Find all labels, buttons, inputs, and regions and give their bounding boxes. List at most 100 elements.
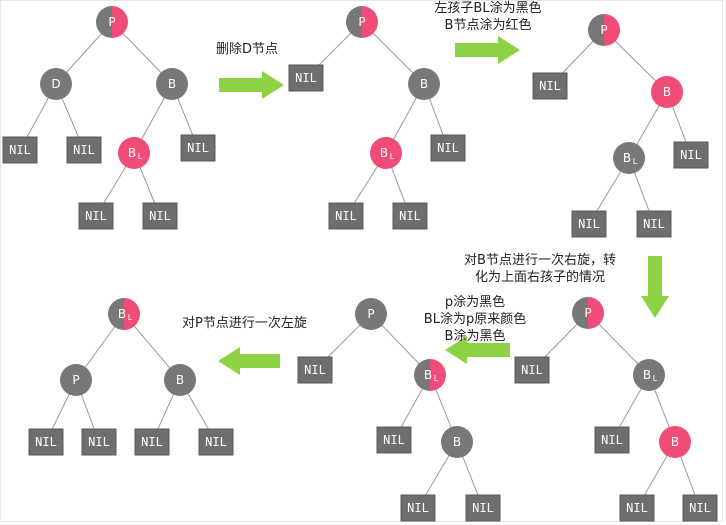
tree1-parent-node-circle [96, 6, 128, 38]
tree2-nephew-node-subscript: L [390, 152, 395, 161]
tree2-parent-node-label: P [358, 15, 365, 29]
tree5-parent-node: P [355, 298, 387, 330]
tree3-nil-3: NIL [571, 210, 607, 238]
tree6-nephew-node-label: B [118, 307, 126, 321]
tree3-nil-1-box [532, 72, 568, 100]
tree6-nil-3-label: NIL [141, 435, 163, 449]
tree1-delete-node-circle [40, 68, 72, 100]
tree1-nephew-node-subscript: L [138, 152, 143, 161]
tree6-parent-node-circle [60, 364, 92, 396]
tree2-nil-3-label: NIL [335, 209, 357, 223]
tree3-nil-4: NIL [636, 210, 672, 238]
tree4-nephew-node-circle [633, 359, 665, 391]
tree3-nephew-node-label: B [623, 151, 631, 165]
tree6-nil-1: NIL [28, 428, 64, 456]
step4-caption-line3: B涂为黑色 [444, 329, 506, 344]
tree3-nil-1: NIL [532, 72, 568, 100]
tree1-parent-node: P [96, 6, 128, 38]
tree5-parent-node-label: P [367, 307, 374, 321]
tree4-parent-node-circle [572, 297, 604, 329]
tree4-nil-1-box [514, 356, 550, 384]
tree3-nil-4-label: NIL [643, 217, 665, 231]
tree3-parent-node-label: P [600, 23, 607, 37]
tree5-nil-3: NIL [400, 494, 436, 522]
tree4-nil-4-label: NIL [689, 501, 711, 515]
tree5-sibling-node-circle [441, 426, 473, 458]
tree5-nil-4: NIL [465, 494, 501, 522]
tree3-parent-node-circle [588, 14, 620, 46]
step3-caption: 对B节点进行一次右旋，转 化为上面右孩子的情况 [450, 252, 630, 286]
tree1-nil-1-label: NIL [9, 143, 31, 157]
tree3-parent-node: P [588, 14, 620, 46]
tree4-nil-2-label: NIL [601, 433, 623, 447]
tree4-nephew-node-subscript: L [653, 374, 658, 383]
tree1-nil-3-label: NIL [187, 141, 209, 155]
tree5-nil-1-box [297, 356, 333, 384]
tree2-nil-4-label: NIL [399, 209, 421, 223]
tree2-sibling-node-circle [408, 68, 440, 100]
tree1-parent-node-label: P [108, 15, 115, 29]
tree4-sibling-node-label: B [671, 435, 679, 449]
tree6-nil-2-box [81, 428, 117, 456]
tree5-sibling-node-label: B [453, 435, 461, 449]
tree5-nephew-node-subscript: L [434, 374, 439, 383]
step4-caption-line2: BL涂为p原来颜色 [423, 312, 527, 327]
step5-arrow-left [218, 347, 280, 375]
tree5-nil-3-label: NIL [407, 501, 429, 515]
step4-caption: p涂为黑色 BL涂为p原来颜色 B涂为黑色 [410, 294, 540, 345]
tree3-nil-2-box [673, 141, 709, 169]
tree3-nil-2: NIL [673, 141, 709, 169]
tree4-nil-1-label: NIL [521, 363, 543, 377]
tree2-nil-3-box [328, 202, 364, 230]
tree3-nephew-node-circle [613, 142, 645, 174]
tree1-nil-2: NIL [66, 136, 102, 164]
tree6-nephew-node-subscript: L [128, 313, 133, 322]
step4-arrow-left [445, 336, 510, 364]
step2-caption: 左孩子BL涂为黑色 B节点涂为红色 [418, 0, 558, 34]
step3-caption-line1: 对B节点进行一次右旋，转 [464, 253, 616, 268]
tree5-nil-4-box [465, 494, 501, 522]
tree5-nil-2-label: NIL [383, 433, 405, 447]
tree2-nil-2-box [430, 134, 466, 162]
tree3-nephew-node-subscript: L [633, 157, 638, 166]
tree3-nil-3-label: NIL [578, 217, 600, 231]
step5-caption: 对P节点进行一次左旋 [182, 316, 307, 331]
tree1-delete-node: D [40, 68, 72, 100]
tree1-sibling-node-circle [156, 68, 188, 100]
tree2-nephew-node-circle [370, 137, 402, 169]
tree4-nil-1: NIL [514, 356, 550, 384]
tree6-nil-1-label: NIL [35, 435, 57, 449]
tree4-nephew-node-label: B [643, 368, 651, 382]
step1-caption: 删除D节点 [216, 42, 279, 57]
tree6-nil-4-label: NIL [205, 435, 227, 449]
tree1-nil-5-label: NIL [149, 209, 171, 223]
tree5-nil-2-box [376, 426, 412, 454]
tree2-parent-node-circle [346, 6, 378, 38]
step2-arrow-right [455, 36, 520, 64]
tree3-nil-4-box [636, 210, 672, 238]
tree4-parent-node: P [572, 297, 604, 329]
tree3-sibling-node: B [651, 76, 683, 108]
tree6-nil-3: NIL [134, 428, 170, 456]
tree3-nil-3-box [571, 210, 607, 238]
tree2-nil-4: NIL [392, 202, 428, 230]
tree4-nil-2: NIL [594, 426, 630, 454]
tree4-nil-4-box [682, 494, 718, 522]
tree1-nil-1: NIL [2, 136, 38, 164]
tree4-nil-3-label: NIL [626, 501, 648, 515]
tree2-nil-2-label: NIL [437, 141, 459, 155]
tree5-nil-3-box [400, 494, 436, 522]
tree2-nil-1-label: NIL [295, 71, 317, 85]
tree4-parent-node-label: P [584, 306, 591, 320]
tree5-nephew-node-label: B [424, 368, 432, 382]
step2-caption-line1: 左孩子BL涂为黑色 [434, 1, 542, 16]
tree1-nil-4-label: NIL [85, 209, 107, 223]
tree1-nil-4-box [78, 202, 114, 230]
